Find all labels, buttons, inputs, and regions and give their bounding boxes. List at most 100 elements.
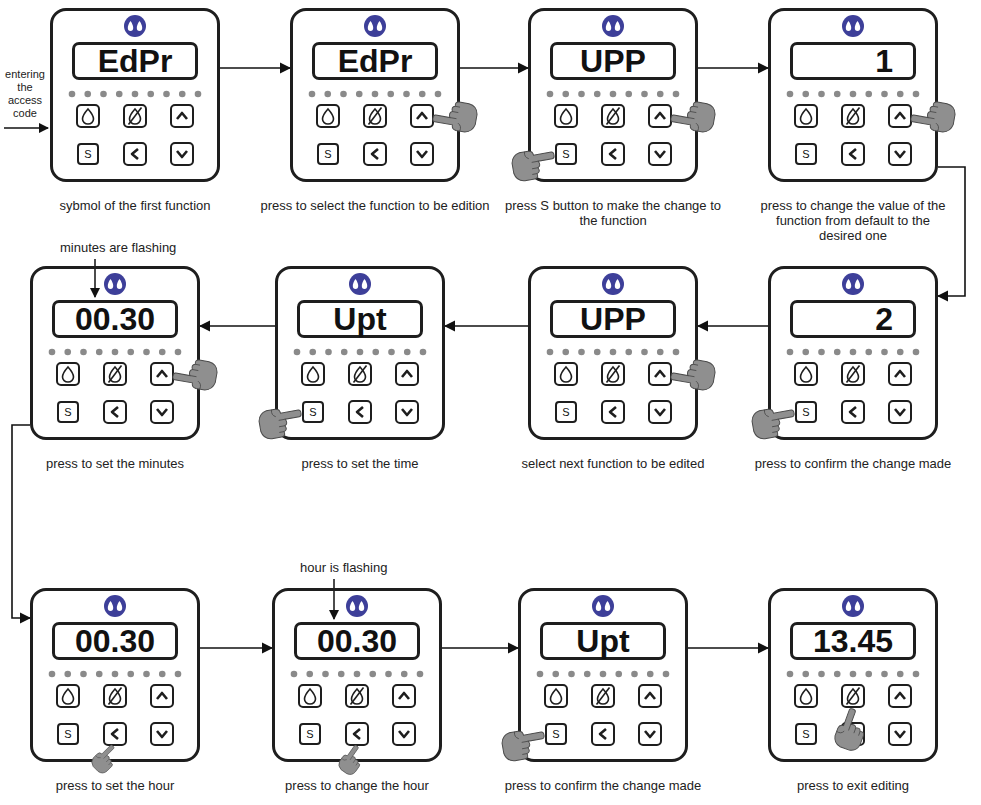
hand-detail (271, 408, 287, 433)
hand-shape (432, 98, 479, 133)
logo-drop (615, 279, 620, 289)
indicator-dot (913, 671, 920, 678)
controller-panel: press to change the hour00.30S (272, 588, 442, 762)
up-key-icon (895, 693, 905, 699)
key-label: S (802, 407, 809, 418)
indicator-dot (64, 671, 71, 678)
panel-face (768, 588, 938, 762)
annotation-label: entering the access code (2, 68, 48, 120)
left-key-icon (610, 407, 616, 417)
water-key-icon (63, 689, 74, 704)
display-text: Upt (333, 303, 386, 335)
key-frame (842, 401, 864, 423)
key-frame (346, 685, 368, 707)
down-key-icon (399, 731, 409, 737)
indicator-dot (294, 349, 301, 356)
left-key-icon (600, 729, 606, 739)
key-frame (795, 363, 817, 385)
flow-arrow (698, 325, 768, 327)
logo-drop (128, 21, 133, 31)
logo-drop (353, 279, 358, 289)
indicator-dot (309, 91, 316, 98)
s-key: S (555, 143, 577, 165)
s-key: S (302, 401, 324, 423)
left-key-icon (610, 149, 616, 159)
panel-face (768, 266, 938, 440)
logo-badge (602, 15, 624, 37)
key-frame (889, 723, 911, 745)
indicator-dot (673, 91, 680, 98)
hand-shape (832, 706, 871, 753)
down-key-icon (157, 731, 167, 737)
logo-drop (846, 21, 851, 31)
indicator-dot (96, 671, 103, 678)
display-text: UPP (580, 303, 646, 335)
indicator-dot (865, 91, 872, 98)
indicator-dot (80, 349, 87, 356)
down-key-icon (655, 151, 665, 157)
indicator-dot (552, 671, 559, 678)
controller-panel: press to set the hour00.30S (30, 588, 200, 762)
panel-face (518, 588, 688, 762)
indicator-dot (127, 349, 134, 356)
hand-detail (524, 150, 540, 175)
pointing-hand (750, 405, 797, 440)
s-key: S (299, 723, 321, 745)
water-key-icon (561, 367, 572, 382)
indicator-dot (600, 671, 607, 678)
indicator-dot (64, 349, 71, 356)
indicator-dot (291, 671, 298, 678)
key-label: S (64, 729, 71, 740)
hand-detail (448, 106, 464, 131)
key-frame (104, 363, 126, 385)
indicator-dot (69, 91, 76, 98)
indicator-dot (100, 91, 107, 98)
indicator-dot (657, 91, 664, 98)
up-key-icon (157, 371, 167, 377)
panel-face (275, 266, 445, 440)
logo-drop (846, 601, 851, 611)
key-frame (602, 105, 624, 127)
water-key-icon (801, 367, 812, 382)
panel-face (290, 8, 460, 182)
indicator-dot (49, 671, 56, 678)
up-key-icon (177, 113, 187, 119)
key-frame (396, 401, 418, 423)
logo-drop (606, 21, 611, 31)
indicator-dot (834, 91, 841, 98)
indicator-dot (179, 91, 186, 98)
indicator-dot (306, 671, 313, 678)
indicator-dot (673, 349, 680, 356)
logo-badge (842, 595, 864, 617)
hand-shape (500, 727, 547, 762)
indicator-dot (865, 671, 872, 678)
key-frame (889, 401, 911, 423)
indicator-dot (834, 349, 841, 356)
controller-panel: press S button to make the change to the… (528, 8, 698, 182)
key-label: S (309, 407, 316, 418)
no-water-slash (354, 366, 367, 383)
flow-arrow (220, 67, 290, 69)
lcd-display: 00.30 (52, 622, 178, 660)
lcd-display: EdPr (312, 42, 438, 80)
s-key: S (555, 401, 577, 423)
indicator-dot (387, 91, 394, 98)
indicator-dot (354, 671, 361, 678)
indicator-dot (818, 671, 825, 678)
flow-arrow (460, 67, 528, 69)
s-key: S (57, 723, 79, 745)
logo-drop (855, 279, 860, 289)
pointing-hand (336, 743, 368, 777)
key-frame (555, 105, 577, 127)
indicator-dot (547, 349, 554, 356)
indicator-dot (417, 671, 424, 678)
hand-detail (95, 750, 112, 767)
indicator-dot (881, 671, 888, 678)
indicator-dot (309, 349, 316, 356)
indicator-dot (372, 91, 379, 98)
indicator-dot (641, 91, 648, 98)
indicator-dot (615, 671, 622, 678)
up-key-icon (402, 371, 412, 377)
indicator-dot (340, 91, 347, 98)
